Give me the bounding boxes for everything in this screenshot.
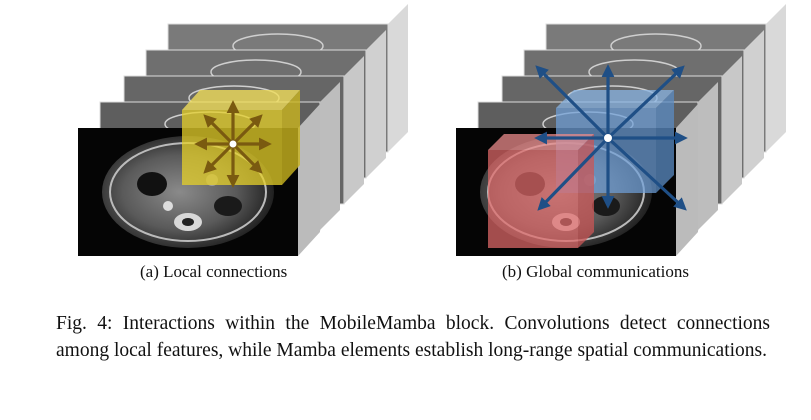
panel-a-caption: (a) Local connections (140, 262, 288, 281)
local-center-point (228, 139, 238, 149)
figure-caption: Fig. 4: Interactions within the MobileMa… (56, 313, 770, 361)
panel-b-slice-stack (456, 4, 786, 256)
global-red-cube (488, 134, 594, 248)
figure-illustration (78, 4, 786, 256)
panel-b-caption: (b) Global communications (502, 262, 689, 281)
global-center-point (603, 133, 613, 143)
global-arrows (534, 64, 688, 211)
panel-a-slice-stack (78, 4, 408, 256)
local-arrows (194, 100, 272, 188)
